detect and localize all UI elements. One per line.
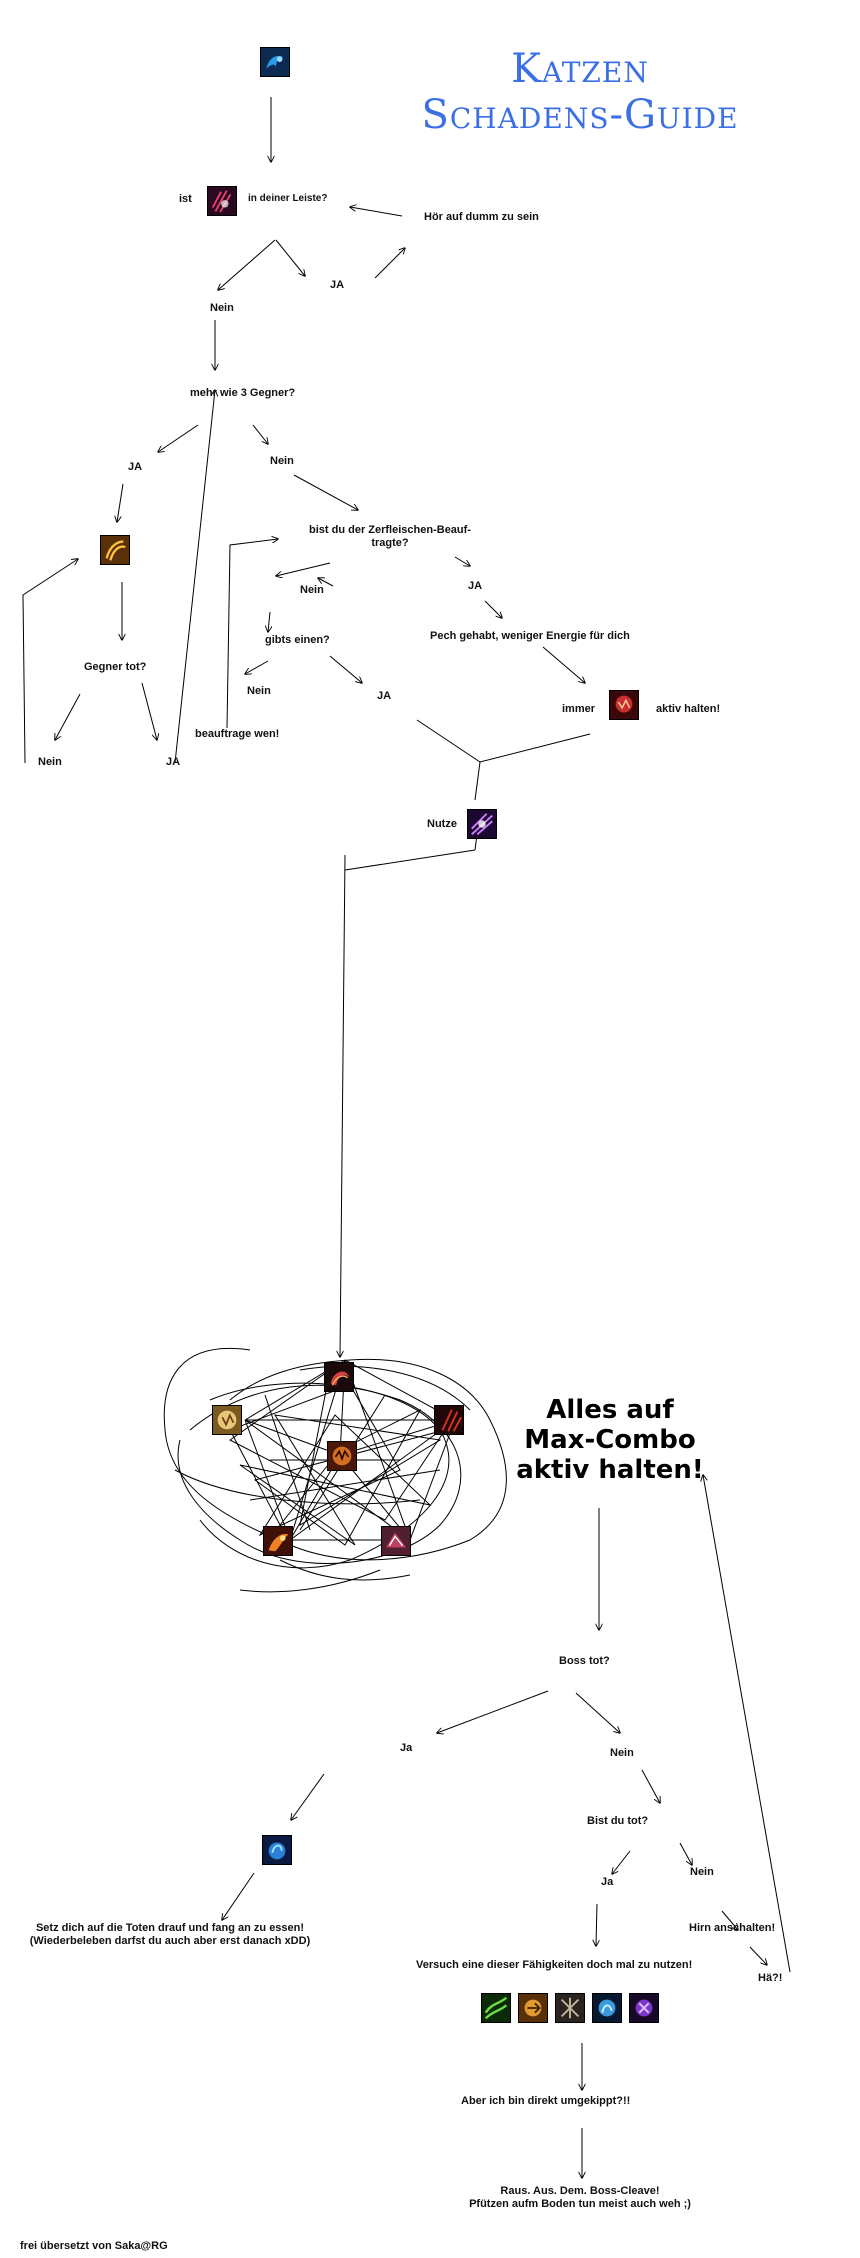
label-pech: Pech gehabt, weniger Energie für dich bbox=[430, 630, 630, 642]
label-versuch: Versuch eine dieser Fähigkeiten doch mal… bbox=[416, 1959, 693, 1971]
label-gibts: gibts einen? bbox=[265, 634, 330, 646]
label-nein-mid: Nein bbox=[270, 455, 294, 467]
label-raus: Raus. Aus. Dem. Boss-Cleave! Pfützen auf… bbox=[410, 2185, 750, 2211]
label-ja-gt: JA bbox=[166, 756, 181, 768]
label-ja-boss: Ja bbox=[400, 1742, 413, 1754]
rake-icon bbox=[434, 1405, 464, 1435]
label-umgekippt: Aber ich bin direkt umgekippt?!! bbox=[461, 2095, 631, 2107]
claw-slash-icon bbox=[207, 186, 237, 216]
label-ja-tot: Ja bbox=[601, 1876, 614, 1888]
label-boss-tot: Boss tot? bbox=[559, 1655, 610, 1667]
label-bist-tot: Bist du tot? bbox=[587, 1815, 649, 1827]
ferocious-bite-icon bbox=[327, 1441, 357, 1471]
rip-icon bbox=[324, 1362, 354, 1392]
max-combo-line-1: Alles auf bbox=[546, 1395, 674, 1425]
label-aktiv: aktiv halten! bbox=[656, 703, 721, 715]
cat-form-icon bbox=[260, 47, 290, 77]
label-nein-top: Nein bbox=[210, 302, 234, 314]
label-nein-boss: Nein bbox=[610, 1747, 634, 1759]
max-combo-heading: Alles auf Max-Combo aktiv halten! bbox=[505, 1395, 715, 1485]
label-ja-b: JA bbox=[468, 580, 483, 592]
tigers-fury-icon bbox=[467, 809, 497, 839]
frenzied-icon bbox=[592, 1993, 622, 2023]
shred-icon bbox=[212, 1405, 242, 1435]
dash-icon bbox=[518, 1993, 548, 2023]
label-nein-b: Nein bbox=[300, 584, 324, 596]
label-dumm: Hör auf dumm zu sein bbox=[424, 211, 539, 223]
label-nein-g: Nein bbox=[247, 685, 271, 697]
label-ha: Hä?! bbox=[758, 1972, 783, 1984]
label-setz-1: Setz dich auf die Toten drauf und fang a… bbox=[35, 1922, 305, 1934]
label-raus-1: Raus. Aus. Dem. Boss-Cleave! bbox=[500, 2185, 660, 2197]
label-beauftragte-1: bist du der Zerfleischen-Beauf- bbox=[309, 524, 471, 536]
label-immer: immer bbox=[562, 703, 596, 715]
swipe-icon bbox=[100, 535, 130, 565]
label-ja-g: JA bbox=[377, 690, 392, 702]
label-ist: ist bbox=[179, 193, 192, 205]
label-beauftrage-wen: beauftrage wen! bbox=[195, 728, 280, 740]
page-title: Katzen Schadens-Guide bbox=[400, 46, 760, 138]
label-raus-2: Pfützen aufm Boden tun meist auch weh ;) bbox=[469, 2198, 691, 2211]
label-nutze: Nutze bbox=[427, 818, 457, 830]
label-ja-top: JA bbox=[330, 279, 345, 291]
survival-icon bbox=[481, 1993, 511, 2023]
title-line-1: Katzen bbox=[511, 46, 649, 92]
max-combo-line-2: Max-Combo bbox=[524, 1425, 696, 1455]
label-ja-left: JA bbox=[128, 461, 143, 473]
pounce-icon bbox=[381, 1526, 411, 1556]
label-gegner-tot: Gegner tot? bbox=[84, 661, 147, 673]
credit-text: frei übersetzt von Saka@RG bbox=[20, 2240, 168, 2252]
label-setz-2: (Wiederbeleben darfst du auch aber erst … bbox=[29, 1935, 311, 1948]
label-mehr-3: mehr wie 3 Gegner? bbox=[190, 387, 296, 399]
label-beauftragte-2: tragte? bbox=[371, 537, 409, 550]
mangle-icon bbox=[609, 690, 639, 720]
maim-icon bbox=[629, 1993, 659, 2023]
title-line-2: Schadens-Guide bbox=[421, 92, 739, 138]
label-nein-tot: Nein bbox=[690, 1866, 714, 1878]
max-combo-line-3: aktiv halten! bbox=[516, 1455, 704, 1485]
savage-roar-icon bbox=[263, 1526, 293, 1556]
label-in-leiste: in deiner Leiste? bbox=[248, 193, 328, 204]
label-nein-gt: Nein bbox=[38, 756, 62, 768]
label-setz: Setz dich auf die Toten drauf und fang a… bbox=[5, 1922, 335, 1948]
label-beauftragte: bist du der Zerfleischen-Beauf- tragte? bbox=[295, 524, 485, 550]
label-hirn: Hirn anschalten! bbox=[689, 1922, 776, 1934]
rebirth-icon bbox=[262, 1835, 292, 1865]
barkskin-icon bbox=[555, 1993, 585, 2023]
